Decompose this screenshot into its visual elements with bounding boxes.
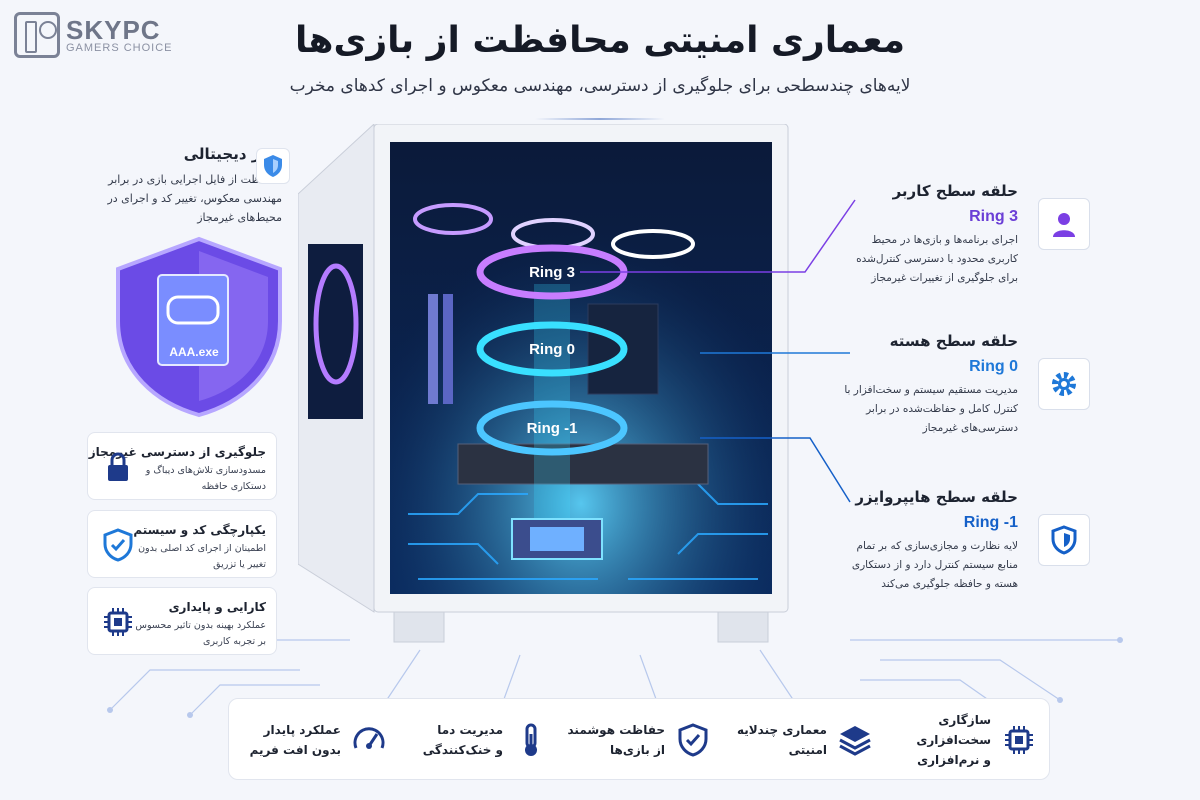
ring0-heading: حلقه سطح هسته bbox=[889, 332, 1018, 350]
layers-icon bbox=[839, 726, 871, 756]
feature-card-performance: کارایی و پایداری عملکرد بهینه بدون تاثیر… bbox=[87, 587, 277, 655]
bottom-item-line2: امنیتی bbox=[788, 743, 827, 757]
bottom-item-layers: معماری چندلایه امنیتی bbox=[717, 699, 873, 781]
thermometer-icon bbox=[525, 723, 537, 756]
case-ring0-label: Ring 0 bbox=[529, 341, 575, 358]
digital-shield-graphic: AAA.exe bbox=[108, 235, 290, 419]
feature-desc: اطمینان از اجرای کد اصلی بدون تغییر یا ت… bbox=[138, 543, 266, 570]
bottom-item-line1: سازگاری سخت‌افزاری bbox=[916, 713, 991, 747]
feature-bar: سازگاری سخت‌افزاری و نرم‌افزاری معماری چن… bbox=[228, 698, 1050, 780]
feature-desc: مسدودسازی تلاش‌های دیباگ و دستکاری حافظه bbox=[145, 465, 266, 492]
bottom-item-line1: حفاظت هوشمند bbox=[567, 723, 666, 737]
ring-1-name: Ring -1 bbox=[963, 514, 1018, 531]
user-icon bbox=[1038, 198, 1090, 250]
brand-logo: SKYPC GAMERS CHOICE bbox=[14, 12, 173, 58]
chip-icon bbox=[1005, 726, 1033, 754]
bottom-item-cooling: مدیریت دما و خنک‌کنندگی bbox=[393, 699, 549, 781]
bottom-item-protection: حفاظت هوشمند از بازی‌ها bbox=[555, 699, 711, 781]
ring0-name: Ring 0 bbox=[969, 358, 1018, 375]
ring-1-halo bbox=[476, 400, 628, 456]
bottom-item-line1: معماری چندلایه bbox=[736, 723, 827, 737]
gamepad-icon bbox=[166, 295, 220, 325]
case-ring3-label: Ring 3 bbox=[529, 264, 575, 281]
ring0-halo bbox=[476, 321, 628, 377]
lock-icon bbox=[108, 452, 128, 481]
speedometer-icon bbox=[353, 727, 385, 749]
brand-tagline: GAMERS CHOICE bbox=[66, 41, 173, 54]
bottom-item-line1: مدیریت دما bbox=[437, 723, 503, 737]
bottom-item-compat: سازگاری سخت‌افزاری و نرم‌افزاری bbox=[881, 699, 1037, 781]
feature-title: کارایی و پایداری bbox=[168, 600, 266, 614]
chip-icon bbox=[104, 608, 132, 636]
bottom-item-line2: و خنک‌کنندگی bbox=[422, 743, 503, 757]
shield-check-icon bbox=[103, 528, 133, 562]
feature-card-integrity: یکپارچگی کد و سیستم اطمینان از اجرای کد … bbox=[87, 510, 277, 578]
shield-file-label: AAA.exe bbox=[169, 345, 219, 359]
feature-title: جلوگیری از دسترسی غیرمجاز bbox=[88, 445, 266, 459]
logo-mark-icon bbox=[14, 12, 60, 58]
brand-name: SKYPC bbox=[66, 14, 161, 45]
ring3-name: Ring 3 bbox=[969, 208, 1018, 225]
page-title: معماری امنیتی محافظت از بازی‌ها bbox=[294, 20, 906, 61]
page-subtitle: لایه‌های چندسطحی برای جلوگیری از دسترسی،… bbox=[289, 76, 911, 96]
shield-icon bbox=[1038, 514, 1090, 566]
shield-check-icon bbox=[678, 723, 708, 757]
shield-description: محافظت از فایل اجرایی بازی در برابر مهند… bbox=[107, 173, 282, 224]
ring-1-desc: لایه نظارت و مجازی‌سازی که بر تمام منابع… bbox=[851, 540, 1018, 590]
shield-icon bbox=[256, 148, 290, 184]
case-ring-1-label: Ring -1 bbox=[527, 420, 578, 437]
bottom-item-line2: بدون افت فریم bbox=[249, 743, 341, 757]
bottom-item-line1: عملکرد پایدار bbox=[263, 723, 341, 737]
ring0-desc: مدیریت مستقیم سیستم و سخت‌افزار با کنترل… bbox=[844, 384, 1018, 434]
ring3-heading: حلقه سطح کاربر bbox=[892, 182, 1018, 200]
bottom-item-line2: و نرم‌افزاری bbox=[917, 753, 991, 767]
feature-desc: عملکرد بهینه بدون تاثیر محسوس بر تجربه ک… bbox=[135, 620, 266, 647]
ring-1-heading: حلقه سطح هایپروایزر bbox=[855, 488, 1018, 506]
bottom-item-stability: عملکرد پایدار بدون افت فریم bbox=[231, 699, 387, 781]
gear-icon bbox=[1038, 358, 1090, 410]
title-divider bbox=[535, 118, 665, 120]
ring3-desc: اجرای برنامه‌ها و بازی‌ها در محیط کاربری… bbox=[856, 234, 1018, 284]
feature-card-access: جلوگیری از دسترسی غیرمجاز مسدودسازی تلاش… bbox=[87, 432, 277, 500]
feature-title: یکپارچگی کد و سیستم bbox=[133, 523, 266, 537]
pc-case-illustration: Ring 3 Ring 0 Ring -1 bbox=[298, 124, 789, 643]
ring-connectors bbox=[580, 199, 856, 503]
bottom-item-line2: از بازی‌ها bbox=[610, 743, 665, 757]
